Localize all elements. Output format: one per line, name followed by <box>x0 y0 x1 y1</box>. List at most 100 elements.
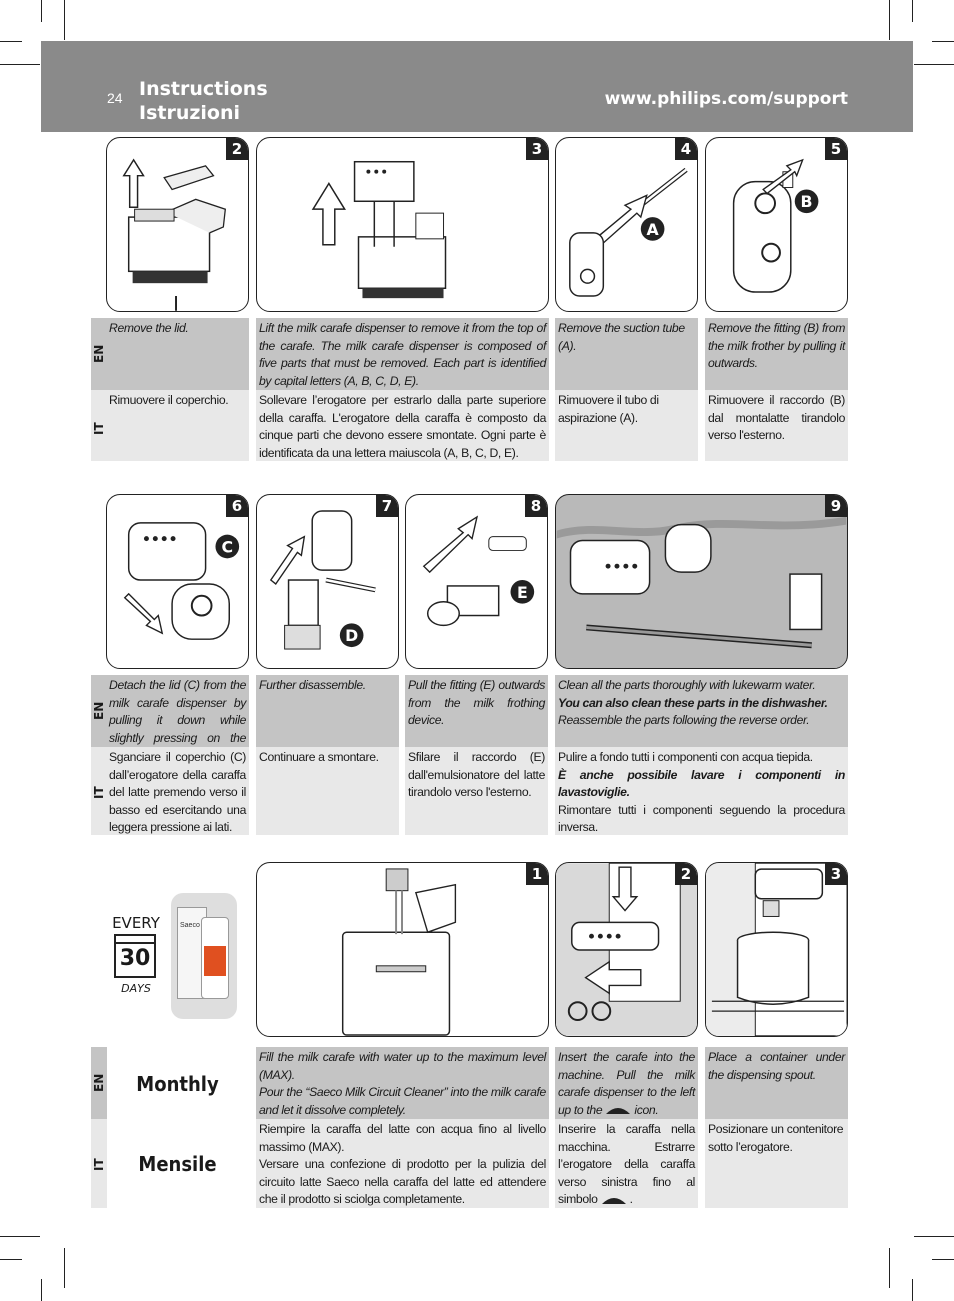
step-number: 7 <box>376 495 398 517</box>
crop-mark <box>889 0 890 40</box>
place-container-illustration <box>706 863 847 1036</box>
fitting-e-illustration: E <box>422 515 535 627</box>
step-9-en-line-2: You can also clean these parts in the di… <box>558 695 828 710</box>
crop-mark <box>912 1279 913 1301</box>
clean-step-3-text-en: Place a container under the dispensing s… <box>705 1047 848 1119</box>
frequency-mensile: Mensile <box>138 1152 217 1176</box>
cleaned-parts-illustration <box>556 516 847 668</box>
insert-carafe-illustration <box>556 863 697 1036</box>
step-number: 2 <box>226 138 248 160</box>
step-9-text-it: Pulire a fondo tutti i componenti con ac… <box>555 747 848 835</box>
step-number: 3 <box>825 863 847 885</box>
clean-step-2-it-part-b: . <box>629 1192 633 1206</box>
support-url[interactable]: www.philips.com/support <box>604 89 848 109</box>
frequency-monthly: Monthly <box>136 1072 219 1096</box>
figure-clean-step-2: 2 <box>555 862 698 1037</box>
step-9-en-line-1: Clean all the parts thoroughly with luke… <box>558 678 816 692</box>
clean-step-2-en-part-b: icon. <box>634 1102 659 1117</box>
clean-step-1-it-line-1: Riempire la caraffa del latte con acqua … <box>259 1122 546 1154</box>
clean-step-1-it-line-2: Versare una confezione di prodotto per l… <box>259 1157 546 1206</box>
step-9-it-line-1: Pulire a fondo tutti i componenti con ac… <box>558 750 813 764</box>
days-label: DAYS <box>121 982 151 995</box>
step-8-text-en: Pull the fitting (E) outwards from the m… <box>405 675 548 747</box>
clean-step-2-it-part-a: Inserire la caraffa nella macchina. Estr… <box>558 1122 695 1206</box>
figure-step-8: E 8 <box>405 494 548 669</box>
step-number: 2 <box>675 863 697 885</box>
step-number: 1 <box>526 863 548 885</box>
step-number: 5 <box>825 138 847 160</box>
figure-step-4: A 4 <box>555 137 698 312</box>
lang-label-it: IT <box>91 1119 107 1208</box>
figure-step-3: 3 <box>256 137 549 312</box>
figure-step-7: D 7 <box>256 494 399 669</box>
fill-carafe-illustration <box>341 868 457 1036</box>
brand-label: Saeco <box>180 922 200 929</box>
calendar-icon: 30 <box>114 934 156 978</box>
step-9-it-line-2: È anche possibile lavare i componenti in… <box>558 767 845 800</box>
step-7-text-en: Further disassemble. <box>256 675 399 747</box>
lang-label-it: IT <box>91 390 107 461</box>
crop-mark <box>914 64 954 65</box>
step-2-text-it: Rimuovere il coperchio. <box>106 390 249 461</box>
step-5-text-it: Rimuovere il raccordo (B) dal montalatte… <box>705 390 848 461</box>
crop-mark <box>0 1236 40 1237</box>
crop-mark <box>64 0 65 40</box>
carafe-position-icon <box>601 1197 626 1204</box>
clean-step-1-text-it: Riempire la caraffa del latte con acqua … <box>256 1119 549 1208</box>
part-label-a: A <box>647 220 660 239</box>
step-7-text-it: Continuare a smontare. <box>256 747 399 835</box>
clean-step-2-text-en: Insert the carafe into the machine. Pull… <box>555 1047 698 1119</box>
step-5-text-en: Remove the fitting (B) from the milk fro… <box>705 318 848 390</box>
lang-label-en: EN <box>91 1047 107 1119</box>
crop-mark <box>932 41 954 42</box>
step-number: 3 <box>526 138 548 160</box>
step-number: 6 <box>226 495 248 517</box>
carafe-dispenser-lift-illustration <box>311 160 447 299</box>
part-label-c: C <box>222 537 234 556</box>
crop-mark <box>41 1279 42 1301</box>
carafe-position-icon <box>606 1108 631 1115</box>
clean-step-1-text-en: Fill the milk carafe with water up to th… <box>256 1047 549 1119</box>
product-bottle <box>201 917 229 999</box>
step-4-text-it: Rimuovere il tubo di aspirazione (A). <box>555 390 698 461</box>
step-3-text-en: Lift the milk carafe dispenser to remove… <box>256 318 549 390</box>
bottle-label-stripe <box>204 946 226 976</box>
crop-mark <box>0 41 22 42</box>
lang-label-en: EN <box>91 318 107 390</box>
step-6-text-it: Sganciare il coperchio (C) dall’erogator… <box>106 747 249 835</box>
page-header: 24 Instructions Istruzioni www.philips.c… <box>41 41 913 132</box>
step-number: 4 <box>675 138 697 160</box>
clean-step-3-text-it: Posizionare un contenitore sotto l’eroga… <box>705 1119 848 1208</box>
clean-step-1-en-line-1: Fill the milk carafe with water up to th… <box>259 1050 546 1082</box>
lang-label-it: IT <box>91 747 107 835</box>
title-en: Instructions <box>139 78 268 100</box>
step-6-text-en: Detach the lid (C) from the milk carafe … <box>106 675 249 762</box>
clean-step-2-en-part-a: Insert the carafe into the machine. Pull… <box>558 1050 695 1117</box>
figure-step-6: C 6 <box>106 494 249 669</box>
crop-mark <box>914 1236 954 1237</box>
lang-label-en: EN <box>91 675 107 747</box>
lid-detach-illustration: C <box>123 522 240 640</box>
clean-step-1-en-line-2: Pour the “Saeco Milk Circuit Cleaner” in… <box>259 1085 546 1117</box>
step-8-text-it: Sfilare il raccordo (E) dall'emulsionato… <box>405 747 548 835</box>
figure-clean-step-1: 1 <box>256 862 549 1037</box>
further-disassembly-illustration: D <box>269 510 376 650</box>
step-9-en-line-3: Reassemble the parts following the rever… <box>558 713 810 727</box>
step-number: 8 <box>525 495 547 517</box>
clean-step-2-text-it: Inserire la caraffa nella macchina. Estr… <box>555 1119 698 1208</box>
part-label-b: B <box>801 192 813 211</box>
figure-step-9: 9 <box>555 494 848 669</box>
figure-step-2: 2 <box>106 137 249 312</box>
step-2-text-en: Remove the lid. <box>106 318 249 390</box>
title-it: Istruzioni <box>139 102 241 124</box>
step-4-text-en: Remove the suction tube (A). <box>555 318 698 390</box>
figure-clean-step-3: 3 <box>705 862 848 1037</box>
crop-mark <box>64 1248 65 1288</box>
carafe-lid-illustration <box>122 158 227 311</box>
part-label-e: E <box>517 583 528 602</box>
milk-circuit-cleaner-product-image: Saeco <box>171 893 237 1019</box>
crop-mark <box>889 1248 890 1288</box>
crop-mark <box>932 1259 954 1260</box>
calendar-number: 30 <box>119 946 151 971</box>
figure-step-5: B 5 <box>705 137 848 312</box>
